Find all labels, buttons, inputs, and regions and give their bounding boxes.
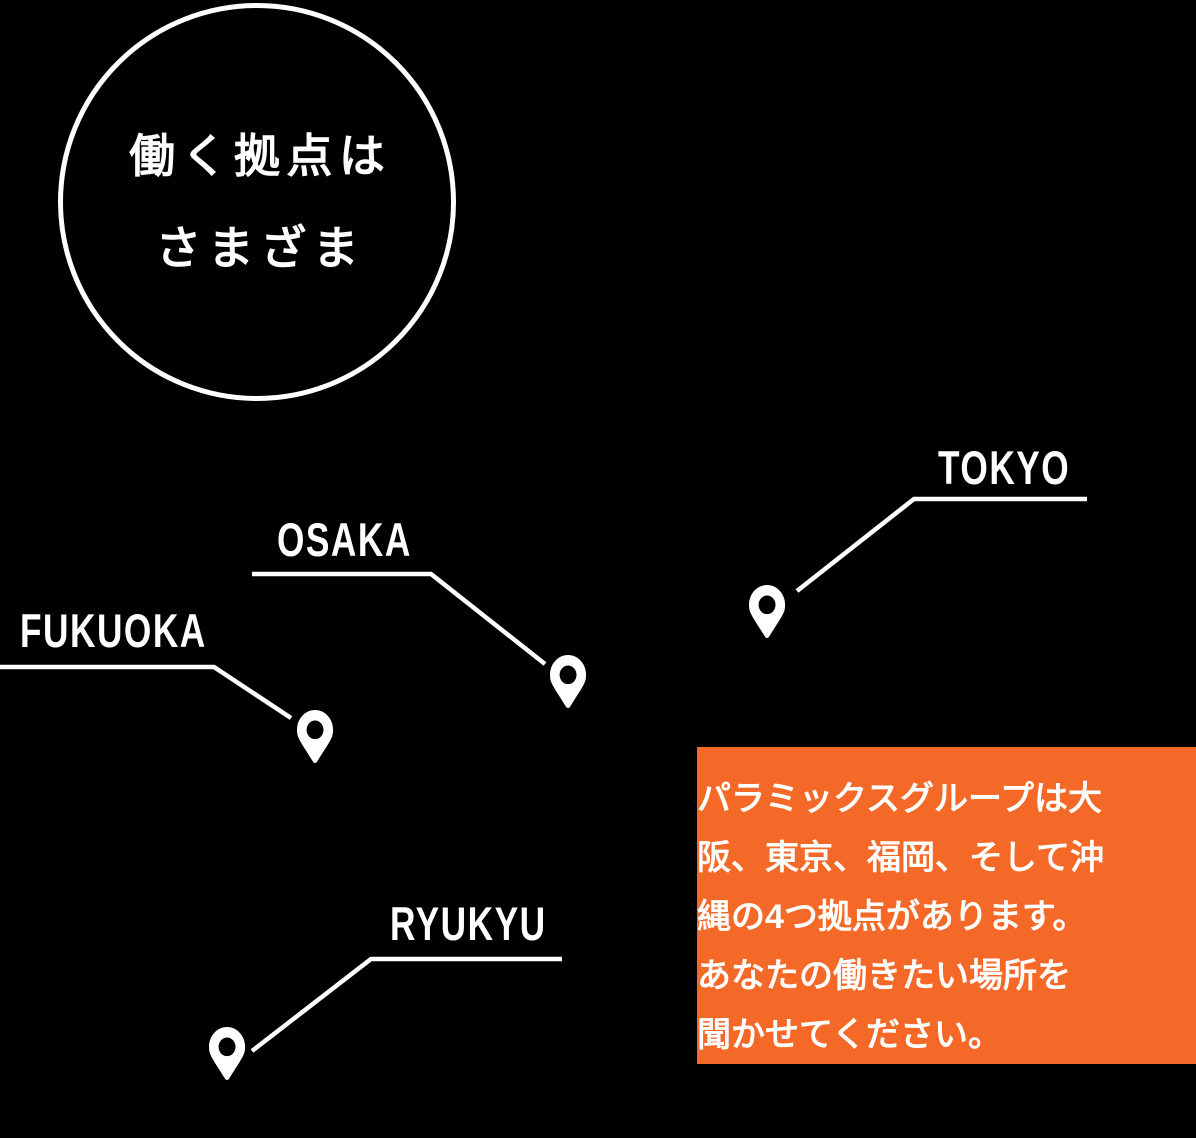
description-box: パラミックスグループは大 阪、東京、福岡、そして沖 縄の4つ拠点があります。 あ…	[697, 747, 1196, 1064]
fukuoka-leader-line	[0, 664, 293, 720]
location-label-ryukyu: RYUKYU	[390, 897, 547, 950]
description-line-1: パラミックスグループは大	[697, 780, 1102, 818]
fukuoka-map-pin-icon	[297, 710, 334, 764]
osaka-leader-line	[252, 571, 547, 666]
badge-text-line1: 働く拠点は	[129, 130, 392, 182]
ryukyu-leader-line	[250, 956, 562, 1053]
working-bases-badge: 働く拠点は さまざま	[58, 3, 456, 401]
description-line-4: あなたの働きたい場所を	[697, 957, 1071, 995]
description-line-2: 阪、東京、福岡、そして沖	[697, 839, 1104, 877]
description-line-3: 縄の4つ拠点があります。	[697, 898, 1087, 936]
location-label-osaka: OSAKA	[277, 513, 412, 566]
tokyo-leader-line	[795, 496, 1087, 593]
ryukyu-map-pin-icon	[209, 1027, 246, 1081]
badge-text-line2: さまざま	[155, 222, 366, 274]
location-label-tokyo: TOKYO	[938, 441, 1071, 494]
tokyo-map-pin-icon	[749, 585, 786, 639]
osaka-map-pin-icon	[550, 655, 587, 709]
location-label-fukuoka: FUKUOKA	[20, 604, 207, 657]
description-line-5: 聞かせてください。	[697, 1016, 1002, 1054]
